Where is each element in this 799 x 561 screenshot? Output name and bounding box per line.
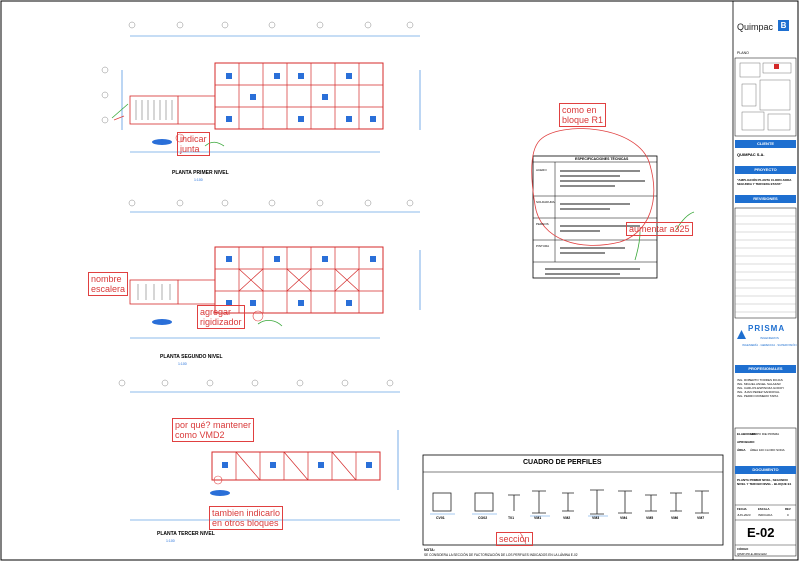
profile-label: VM7 (697, 516, 705, 520)
red-markup-circle (252, 310, 264, 322)
area-label: ÁREA (737, 448, 746, 452)
document-title: PLANTA PRIMER NIVEL, SEGUNDO NIVEL Y TER… (737, 478, 792, 486)
project-name: "AMPLIACIÓN PLANTA CLORO-SODA SEGUNDA Y … (737, 178, 792, 186)
profiles-note-label: NOTA: (424, 548, 435, 552)
profile-label: VM3 (592, 516, 600, 520)
plan-second-scale: 1:100 (178, 362, 187, 366)
spec-row-label: PERNOS (536, 222, 549, 226)
specifications-title: ESPECIFICACIONES TÉCNICAS (575, 157, 629, 161)
sheet-number: E-02 (747, 525, 775, 540)
prisma-services: INGENIERÍA · GERENCIA · SUPERVISIÓN (742, 343, 797, 347)
area-value: ÁREA 100 CLORO SODA (750, 448, 785, 452)
scale-value: INDICADA (758, 513, 773, 517)
annotation-por-que-vmd2[interactable]: por qué? mantener como VMD2 (172, 418, 255, 442)
profile-label: VM5 (646, 516, 654, 520)
annotation-indicar-junta[interactable]: indicar junta (177, 132, 210, 156)
professional-item: ING. PEDRO ROMERO TAPIA (737, 394, 779, 398)
red-markup-circle (213, 475, 223, 485)
plan-second-title: PLANTA SEGUNDO NIVEL (160, 354, 223, 360)
spec-row-label: SOLDADURA (536, 200, 555, 204)
profile-label: CV01 (436, 516, 445, 520)
prisma-logo-name: PRISMA (748, 324, 786, 333)
professional-item: ING. JUAN PEREZ SANDOVAL (737, 390, 780, 394)
annotation-nombre-escalera[interactable]: nombre escalera (88, 272, 129, 296)
annotation-aumentar-a325[interactable]: aumentar a325 (626, 222, 693, 236)
profiles-note-text: SE CONSIDERA LA SECCIÓN DE FACTORIZACIÓN… (424, 553, 578, 557)
plan-first-title: PLANTA PRIMER NIVEL (172, 170, 229, 176)
date-value: JUN-2023 (737, 513, 751, 517)
green-markup (204, 141, 225, 147)
spec-row-label: PINTURA (536, 244, 550, 248)
prisma-logo-sub: INGENIEROS (760, 336, 779, 340)
profile-label: VM2 (563, 516, 571, 520)
approved-label: APROBADO (737, 440, 755, 444)
professional-item: ING. MIGUEL ANGEL SALAZAR (737, 382, 781, 386)
date-label: FECHA (737, 507, 747, 511)
code-label: CÓDIGO (737, 547, 749, 551)
green-markup (111, 103, 129, 119)
code-value: QIMP-PR-E-0002-E02 (737, 552, 767, 556)
profile-label: VM4 (620, 516, 628, 520)
profiles-table-title: CUADRO DE PERFILES (523, 459, 602, 466)
plan-third-level (118, 379, 400, 521)
plan-second-level (128, 199, 421, 339)
annotation-tambien-otros-bloques[interactable]: tambien indicarlo en otros bloques (209, 506, 284, 530)
green-markup (675, 211, 695, 231)
prisma-logo-icon (737, 326, 746, 339)
profile-label: VM1 (534, 516, 542, 520)
client-band: CLIENTE (735, 140, 796, 148)
professionals-band: PROFESIONALES (735, 365, 796, 373)
rev-label: REV (785, 507, 791, 511)
plan-first-level (101, 21, 421, 153)
annotation-agregar-rigidizador[interactable]: agregar rigidizador (197, 305, 245, 329)
scale-label: ESCALA (758, 507, 770, 511)
client-logo-badge: B (778, 20, 789, 31)
plan-third-scale: 1:100 (166, 539, 175, 543)
elaborated-label: ELABORADO (737, 432, 757, 436)
profile-label: CO02 (478, 516, 488, 520)
professional-item: ING. ROBERTO TORRES ROJAS (737, 378, 783, 382)
plant-label: PLANO (737, 51, 749, 55)
revisions-band: REVISIONES (735, 195, 796, 203)
profile-label: T01 (508, 516, 515, 520)
client-name: QUIMPAC S.A. (737, 152, 765, 157)
elaborated-value: GRUPO IDE PRISMA (750, 432, 780, 436)
profiles-table (422, 454, 724, 546)
project-band: PROYECTO (735, 166, 796, 174)
green-markup (257, 320, 283, 327)
spec-row-label: ACERO (536, 168, 547, 172)
annotation-como-bloque-r1[interactable]: como en bloque R1 (559, 103, 607, 127)
rev-value: 0 (787, 513, 789, 517)
plan-third-title: PLANTA TERCER NIVEL (157, 531, 215, 537)
client-logo-text: Quimpac (737, 22, 774, 32)
annotation-seccion[interactable]: sección (496, 532, 533, 546)
document-band: DOCUMENTO (735, 466, 796, 474)
professional-item: ING. CARLOS ESPINOZA GODOY (737, 386, 785, 390)
title-block-frame (732, 1, 797, 560)
red-markup-circle (175, 133, 185, 143)
green-markup (634, 231, 641, 261)
profile-label: VM6 (671, 516, 679, 520)
plan-first-scale: 1:100 (194, 178, 203, 182)
